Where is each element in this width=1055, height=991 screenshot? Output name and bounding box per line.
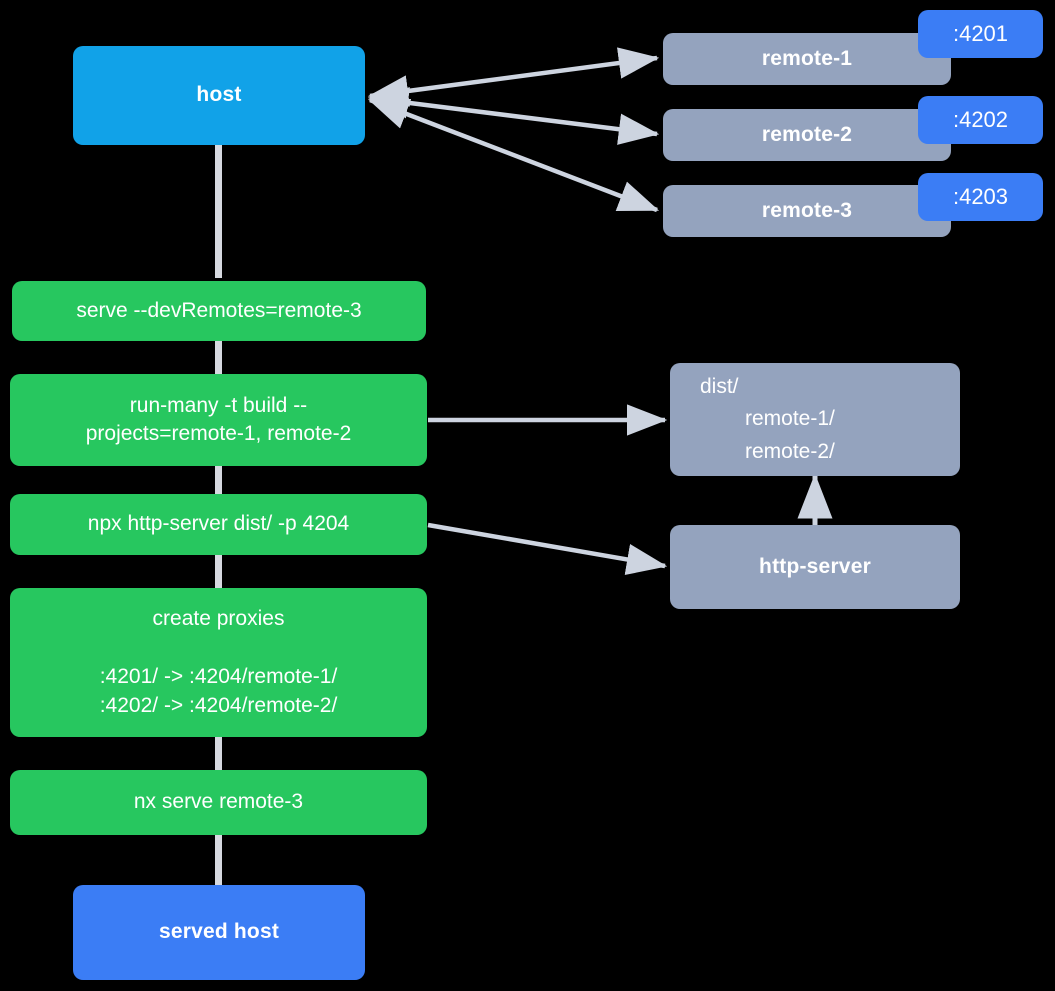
command-label-run-many-line1: run-many -t build -- (129, 393, 308, 417)
port-badge-remote-3: :4203 (918, 173, 1043, 221)
command-node-nx-serve-remote-3[interactable]: nx serve remote-3 (10, 770, 427, 835)
remote-label-3: remote-3 (761, 198, 853, 222)
remote-label-1: remote-1 (761, 46, 853, 70)
port-badge-label-3: :4203 (952, 184, 1009, 209)
command-label-serve-devremotes: serve --devRemotes=remote-3 (76, 298, 362, 322)
edge-npx-to-httpserver (427, 522, 668, 575)
command-node-serve-devremotes[interactable]: serve --devRemotes=remote-3 (12, 281, 426, 341)
dist-root-label: dist/ (700, 374, 739, 398)
port-badge-remote-2: :4202 (918, 96, 1043, 144)
edge-host-to-remote-1 (367, 47, 660, 107)
served-host-node[interactable]: served host (73, 885, 365, 980)
command-label-run-many-line2: projects=remote-1, remote-2 (85, 422, 352, 445)
remote-node-1[interactable]: remote-1 (663, 33, 951, 85)
port-badge-label-2: :4202 (952, 107, 1009, 132)
command-label-proxy-mapping-1: :4201/ -> :4204/remote-1/ (99, 665, 338, 689)
remote-node-2[interactable]: remote-2 (663, 109, 951, 161)
port-badge-remote-1: :4201 (918, 10, 1043, 58)
host-node[interactable]: host (73, 46, 365, 145)
command-label-create-proxies-title: create proxies (152, 607, 285, 631)
command-label-npx-http-server: npx http-server dist/ -p 4204 (87, 512, 350, 536)
dist-child-label-1: remote-1/ (745, 407, 835, 431)
connector-host-to-serve (215, 140, 222, 278)
connector-nxserve-to-servedhost (215, 834, 222, 889)
served-host-label: served host (158, 920, 280, 944)
remote-node-3[interactable]: remote-3 (663, 185, 951, 237)
connector-serve-to-runmany (215, 340, 222, 375)
command-node-npx-http-server[interactable]: npx http-server dist/ -p 4204 (10, 494, 427, 555)
command-label-proxy-mapping-2: :4202/ -> :4204/remote-2/ (99, 693, 338, 717)
http-server-node[interactable]: http-server (670, 525, 960, 609)
command-label-nx-serve-remote-3: nx serve remote-3 (133, 790, 304, 814)
command-node-create-proxies[interactable]: create proxies :4201/ -> :4204/remote-1/… (10, 588, 427, 737)
host-label: host (196, 83, 242, 107)
edge-host-to-remote-2 (367, 87, 660, 145)
port-badge-label-1: :4201 (952, 21, 1009, 46)
http-server-label: http-server (759, 554, 871, 578)
dist-folder-node[interactable]: dist/ remote-1/ remote-2/ (670, 363, 960, 476)
edge-host-to-remote-3 (367, 97, 660, 213)
connector-npx-to-proxies (215, 554, 222, 589)
connector-proxies-to-nxserve (215, 736, 222, 770)
dist-child-label-2: remote-2/ (745, 439, 835, 463)
remote-label-2: remote-2 (761, 122, 853, 146)
connector-runmany-to-npx (215, 464, 222, 494)
command-node-run-many[interactable]: run-many -t build -- projects=remote-1, … (10, 374, 427, 466)
